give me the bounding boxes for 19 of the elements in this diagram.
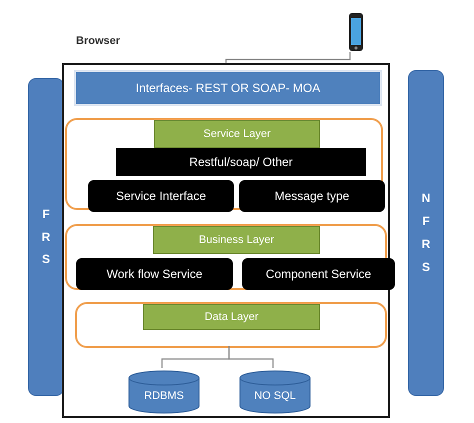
- layer-header: Data Layer: [143, 304, 320, 330]
- component-box: Message type: [239, 180, 385, 212]
- interface-bar: Interfaces- REST OR SOAP- MOA: [74, 70, 382, 106]
- layer-group: [65, 118, 383, 210]
- layer-group: [75, 302, 387, 348]
- side-band: FRS: [28, 78, 64, 396]
- layer-header: Service Layer: [154, 120, 320, 148]
- component-box: Service Interface: [88, 180, 234, 212]
- phone-drawing: [348, 12, 364, 52]
- connector-line: [228, 346, 274, 368]
- side-band: NFRS: [408, 70, 444, 396]
- caption-text: Browser: [76, 34, 120, 49]
- layer-header: Business Layer: [153, 226, 320, 254]
- database-cylinder: RDBMS: [128, 370, 200, 414]
- component-box: Component Service: [242, 258, 395, 290]
- connector-line: [225, 52, 351, 63]
- database-cylinder: NO SQL: [239, 370, 311, 414]
- component-box: Restful/soap/ Other: [116, 148, 366, 176]
- component-box: Work flow Service: [76, 258, 233, 290]
